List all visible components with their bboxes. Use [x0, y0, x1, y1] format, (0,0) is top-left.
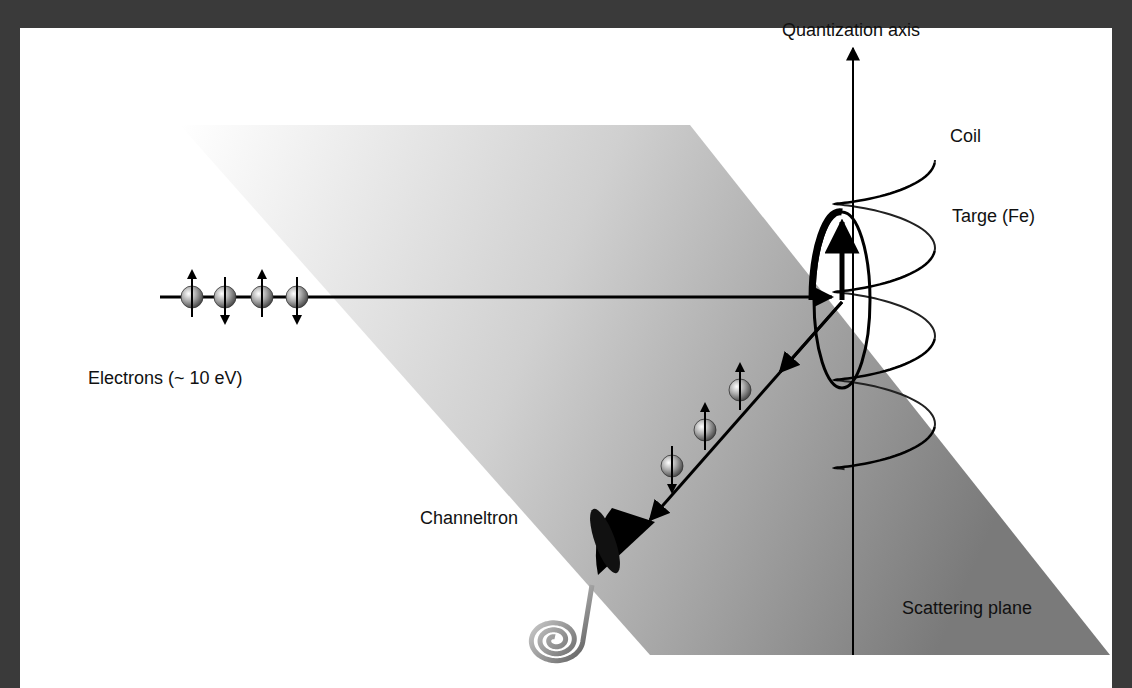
part-label: Coil: [950, 126, 981, 147]
electron-group: [181, 271, 751, 492]
coil-winding: [835, 292, 935, 339]
coil-winding: [835, 339, 935, 380]
axis-label: Quantization axis: [782, 20, 920, 41]
electron: [181, 271, 203, 317]
coil-winding: [835, 163, 935, 468]
beam-label: Electrons (~ 10 eV): [88, 368, 243, 389]
magnetization-arrow: [840, 222, 845, 300]
target-ring-edge: [812, 212, 842, 300]
scattering-plane: [180, 125, 1110, 655]
quantization-axis: [852, 48, 854, 655]
plane-label: Scattering plane: [902, 598, 1032, 619]
electron: [251, 271, 273, 317]
coil-winding: [835, 163, 935, 204]
electron: [729, 364, 751, 410]
part-label: Targe (Fe): [952, 206, 1035, 227]
scattered-beam-head: [780, 302, 842, 372]
channeltron-symbol: [584, 506, 655, 577]
coil-winding: [835, 204, 935, 251]
electron: [214, 277, 236, 323]
coil-winding: [934, 160, 936, 163]
coil-winding: [835, 160, 935, 469]
electron: [286, 277, 308, 323]
electron: [661, 446, 683, 492]
electron: [694, 404, 716, 450]
channeltron-spiral: [531, 585, 592, 661]
coil-winding: [835, 380, 935, 427]
panel-ground: [20, 28, 1112, 688]
part-label: Channeltron: [420, 508, 518, 529]
coil-winding: [835, 427, 935, 468]
coil-winding: [835, 251, 935, 292]
scattered-beam: [650, 302, 842, 520]
